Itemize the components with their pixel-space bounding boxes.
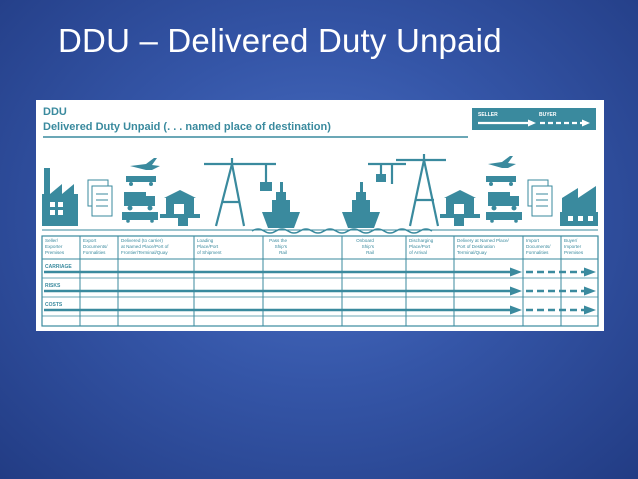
row-label-risks: RISKS [45, 283, 61, 289]
column-header: Delivery at Named Place/Port of Destinat… [457, 238, 510, 255]
factory-icon [560, 186, 598, 226]
legend-seller-label: SELLER [478, 112, 498, 118]
legend: SELLER BUYER [472, 108, 596, 130]
illustration-strip [42, 154, 598, 234]
diagram-code: DDU [43, 106, 67, 118]
truck-icon [122, 158, 160, 223]
documents-icon [527, 179, 553, 217]
ddu-diagram-panel: DDU Delivered Duty Unpaid (. . . named p… [36, 100, 604, 331]
column-header: Delivered (to carrier)at Named Place/Por… [121, 238, 169, 255]
slide-title: DDU – Delivered Duty Unpaid [58, 22, 502, 59]
crane-container [260, 182, 272, 191]
seller-arrowhead [510, 267, 522, 277]
diagram-subtitle: Delivered Duty Unpaid (. . . named place… [43, 121, 331, 133]
water-waves [251, 228, 433, 234]
buyer-arrowhead [584, 305, 596, 315]
warehouse-icon [160, 190, 200, 226]
documents-icon [87, 179, 113, 217]
legend-seller-arrowhead [528, 119, 536, 127]
seller-arrowhead [510, 286, 522, 296]
row-label-costs: COSTS [45, 302, 63, 308]
ddu-diagram: DDU Delivered Duty Unpaid (. . . named p… [41, 106, 599, 327]
legend-buyer-label: BUYER [539, 112, 557, 118]
crane-container [376, 174, 386, 182]
crane-icon [368, 162, 406, 184]
buyer-arrowhead [584, 267, 596, 277]
legend-buyer-arrowhead [582, 119, 590, 127]
truck-icon [486, 156, 522, 223]
row-label-carriage: CARRIAGE [45, 264, 72, 270]
legend-box [472, 108, 596, 130]
crane-icon [396, 154, 446, 227]
warehouse-icon [440, 190, 480, 226]
seller-arrowhead [510, 305, 522, 315]
crane-icon [204, 158, 276, 227]
factory-icon [42, 168, 78, 226]
buyer-arrowhead [584, 286, 596, 296]
table-border [41, 235, 599, 327]
ship-icon [342, 182, 380, 228]
ship-icon [262, 182, 300, 228]
